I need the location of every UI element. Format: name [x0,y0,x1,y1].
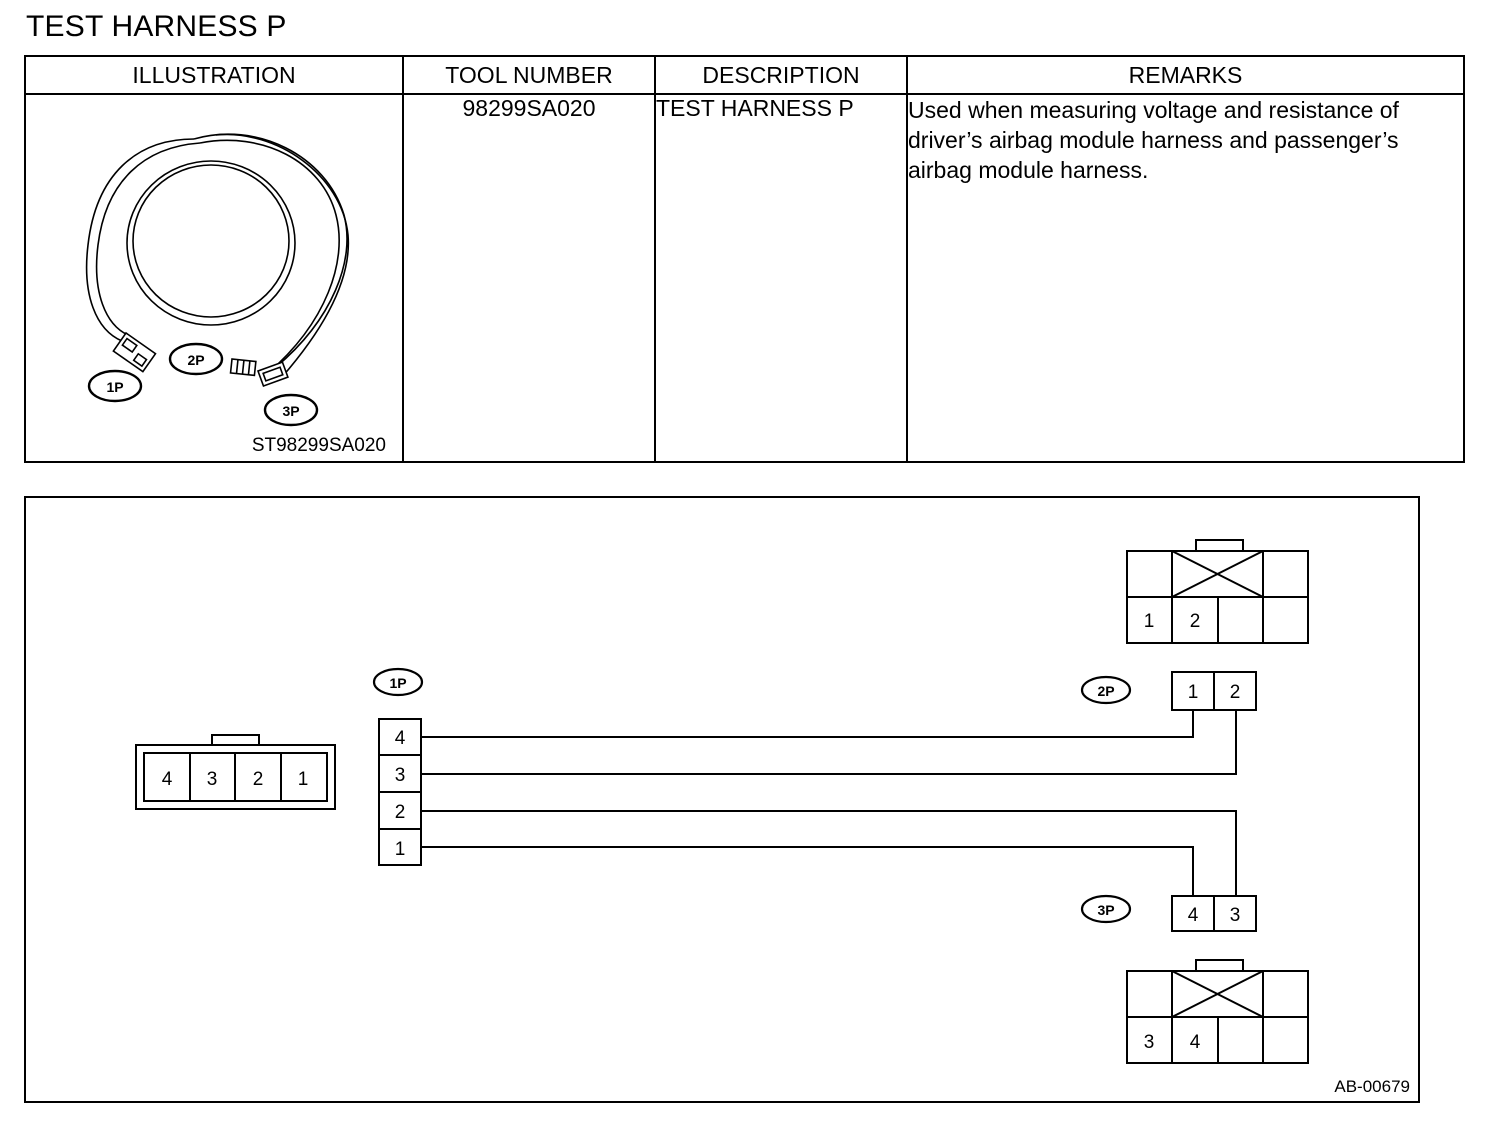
header-description: DESCRIPTION [654,55,908,95]
connector-2p-body [229,358,257,377]
figure-code: AB-00679 [1334,1077,1410,1096]
svg-text:1P: 1P [389,675,406,691]
main-connector: 4 3 2 1 [135,734,336,810]
connector-3p-body [256,361,289,388]
wiring-diagram: 4 3 2 1 1P 4 3 2 1 2P [24,496,1420,1103]
description-cell: TEST HARNESS P [654,93,908,463]
main-pin-1: 1 [298,769,309,790]
main-pin-2: 2 [253,769,264,790]
remarks-cell: Used when measuring voltage and resistan… [906,93,1465,463]
label-2p: 2P [168,342,224,376]
tool-number-cell: 98299SA020 [402,93,656,463]
page-title: TEST HARNESS P [26,10,287,43]
harness-pin-4: 4 [395,728,406,749]
svg-text:3P: 3P [282,403,299,419]
connector-2p-pin-2: 2 [1230,682,1241,703]
label-3p: 3P [263,393,319,427]
svg-text:3P: 3P [1097,902,1114,918]
tool-table: ILLUSTRATION TOOL NUMBER DESCRIPTION REM… [24,55,1465,463]
module-bottom-pin-4: 4 [1190,1032,1201,1053]
header-illustration: ILLUSTRATION [24,55,404,95]
label-1p: 1P [87,369,143,403]
main-pin-4: 4 [162,769,173,790]
harness-1p-connector: 4 3 2 1 [378,718,422,866]
connector-1p-body [112,331,157,373]
module-connector-bottom: 3 4 [1126,959,1309,1064]
connector-3p-pin-3: 3 [1230,905,1241,926]
diagram-label-1p: 1P [372,667,424,697]
wiring-diagram-svg: 4 3 2 1 1P 4 3 2 1 2P [135,539,1309,1064]
module-connector-top: 1 2 [1126,539,1309,644]
connector-2p: 1 2 [1171,671,1257,711]
main-pin-3: 3 [207,769,218,790]
wire-pin-4 [421,710,1194,738]
svg-text:2P: 2P [187,352,204,368]
table-header-row: ILLUSTRATION TOOL NUMBER DESCRIPTION REM… [24,55,1465,95]
coil-inner-loop-2 [132,164,290,318]
module-top-pin-2: 2 [1190,611,1201,632]
module-top-pin-1: 1 [1144,611,1155,632]
svg-text:2P: 2P [1097,683,1114,699]
wire-pin-1 [421,846,1194,896]
harness-pin-1: 1 [395,839,406,860]
svg-text:1P: 1P [106,379,123,395]
wire-to-3p [199,139,340,374]
table-row: 1P 2P 3P ST98299SA020 98299SA020 TEST HA… [24,93,1465,463]
wire-to-3p-2 [215,133,350,378]
illustration-cell: 1P 2P 3P ST98299SA020 [24,93,404,463]
module-bottom-pin-3: 3 [1144,1032,1155,1053]
connector-3p: 4 3 [1171,895,1257,932]
harness-illustration: 1P 2P 3P [85,133,350,427]
header-tool-number: TOOL NUMBER [402,55,656,95]
illustration-caption: ST98299SA020 [251,435,386,456]
coil-inner-loop [126,160,296,326]
wire-to-1p [85,138,195,342]
harness-pin-3: 3 [395,765,406,786]
diagram-label-2p: 2P [1080,675,1132,705]
wire-to-1p-2 [95,142,201,336]
diagram-label-3p: 3P [1080,894,1132,924]
header-remarks: REMARKS [906,55,1465,95]
wire-pin-3 [421,710,1237,775]
harness-pin-2: 2 [395,802,406,823]
wire-to-2p [193,133,348,368]
wire-pin-2 [421,810,1237,896]
connector-3p-pin-4: 4 [1188,905,1199,926]
connector-2p-pin-1: 1 [1188,682,1199,703]
